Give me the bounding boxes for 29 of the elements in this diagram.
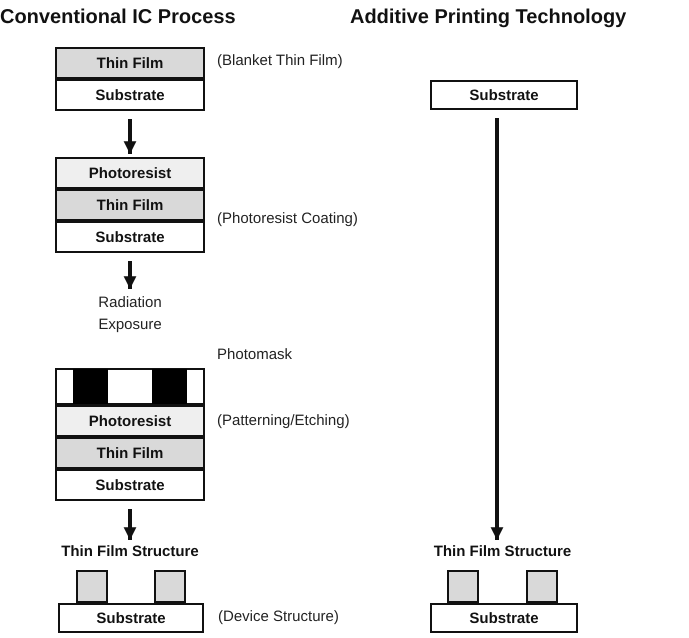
substrate-layer: Substrate [430, 603, 578, 633]
photoresist-layer: Photoresist [55, 157, 205, 189]
substrate-layer: Substrate [55, 221, 205, 253]
arrow [124, 509, 136, 540]
thin-film-layer: Thin Film [55, 437, 205, 469]
structure-heading: Thin Film Structure [60, 543, 200, 560]
thin-film-layer: Thin Film [55, 189, 205, 221]
arrow [490, 118, 504, 540]
step-note: (Device Structure) [218, 608, 339, 625]
column-title: Additive Printing Technology [350, 6, 628, 29]
substrate-layer: Substrate [55, 469, 205, 501]
structure-heading: Thin Film Structure [432, 543, 572, 560]
substrate-layer: Substrate [58, 603, 204, 633]
thin-film-pillar [154, 570, 186, 603]
column-title: Conventional IC Process [0, 6, 237, 29]
thin-film-pillar [526, 570, 558, 603]
step-note: (Patterning/Etching) [217, 412, 350, 429]
substrate-layer: Substrate [430, 80, 578, 110]
step-label: Radiation Exposure [80, 292, 180, 336]
photoresist-layer: Photoresist [55, 405, 205, 437]
thin-film-layer: Thin Film [55, 47, 205, 79]
thin-film-pillar [447, 570, 479, 603]
arrow [124, 119, 136, 154]
step-note: (Photoresist Coating) [217, 210, 358, 227]
arrow [124, 261, 136, 289]
substrate-layer: Substrate [55, 79, 205, 111]
step-note: (Blanket Thin Film) [217, 52, 343, 69]
thin-film-pillar [76, 570, 108, 603]
photomask-label: Photomask [217, 346, 292, 363]
